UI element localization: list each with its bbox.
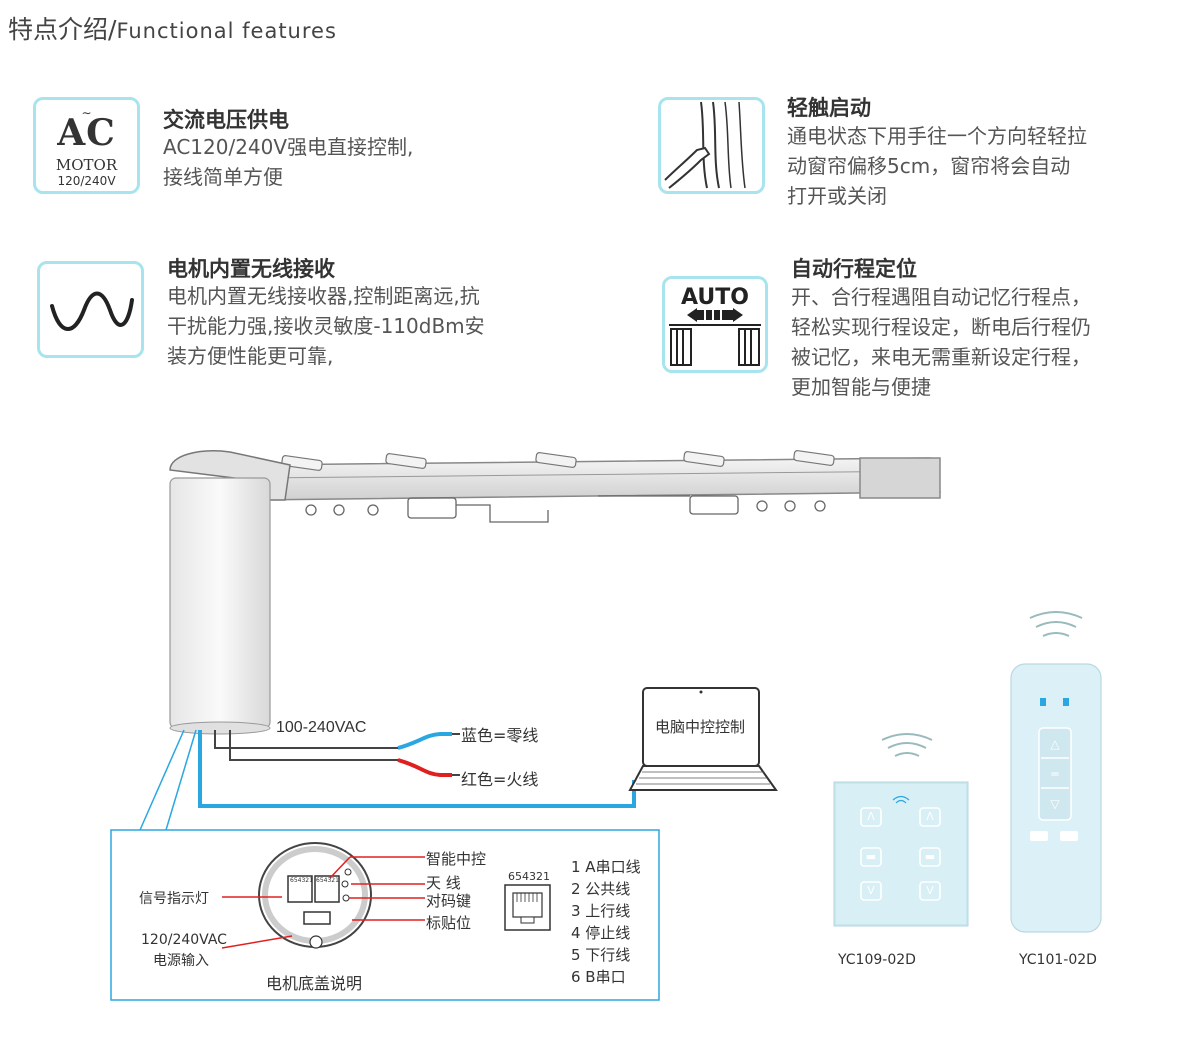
- feature-line: 动窗帘偏移5cm，窗帘将会自动: [787, 154, 1071, 178]
- wall-switch: [833, 733, 969, 927]
- curtain-motor: [169, 450, 291, 735]
- feature-title-touch: 轻触启动: [787, 96, 871, 120]
- voltage-label: 100-240VAC: [276, 719, 367, 736]
- curtain-hand-icon: [658, 97, 765, 194]
- feature-body-auto: 开、合行程遇阻自动记忆行程点， 轻松实现行程设定，断电后行程仍 被记忆，来电无需…: [791, 282, 1091, 402]
- pair-key-label: 对码键: [426, 892, 472, 910]
- feature-body-ac: AC120/240V强电直接控制, 接线简单方便: [163, 132, 413, 192]
- remote-model: YC101-02D: [1019, 952, 1097, 968]
- pinout-item: 5 下行线: [571, 946, 631, 964]
- wall-switch-model: YC109-02D: [838, 952, 916, 968]
- up-arrow-icon: Λ: [867, 810, 875, 823]
- pinout-item: 3 上行线: [571, 902, 631, 920]
- stop-icon: ▬: [924, 850, 936, 863]
- curtain-track: [249, 450, 941, 523]
- feature-line: 更加智能与便捷: [791, 375, 931, 399]
- down-triangle-icon: ▽: [1050, 797, 1060, 811]
- blue-wire-label: 蓝色=零线: [461, 726, 539, 745]
- control-cable: [198, 730, 660, 808]
- feature-line: 通电状态下用手往一个方向轻轻拉: [787, 124, 1087, 148]
- feature-line: 轻松实现行程设定，断电后行程仍: [791, 315, 1091, 339]
- pinout-list: 1 A串口线 2 公共线 3 上行线 4 停止线 5 下行线 6 B串口: [571, 856, 641, 988]
- pinout-item: 4 停止线: [571, 924, 631, 942]
- callout-lines: [139, 729, 197, 831]
- signal-light-label: 信号指示灯: [139, 891, 209, 907]
- wave-svg: [50, 291, 134, 331]
- feature-line: 开、合行程遇阻自动记忆行程点，: [791, 285, 1091, 309]
- auto-track-svg: [669, 308, 761, 366]
- wireless-wave-icon: [37, 261, 144, 358]
- feature-body-wireless: 电机内置无线接收器,控制距离远,抗 干扰能力强,接收灵敏度-110dBm安 装方…: [167, 281, 485, 371]
- page-title-cn: 特点介绍/: [8, 15, 117, 44]
- curtain-hand-svg: [664, 101, 746, 189]
- auto-travel-icon: AUTO: [662, 276, 768, 373]
- pinout-item: 6 B串口: [571, 968, 626, 986]
- auto-text: AUTO: [681, 285, 749, 310]
- feature-line: 装方便性能更可靠,: [167, 344, 334, 368]
- feature-body-touch: 通电状态下用手往一个方向轻轻拉 动窗帘偏移5cm，窗帘将会自动 打开或关闭: [787, 121, 1087, 211]
- feature-title-wireless: 电机内置无线接收: [167, 257, 335, 281]
- feature-title-ac: 交流电压供电: [163, 108, 289, 132]
- bottom-cover-caption: 电机底盖说明: [266, 974, 363, 993]
- power-input-label-1: 120/240VAC: [141, 932, 227, 948]
- feature-title-auto: 自动行程定位: [791, 257, 917, 281]
- port-digits-right: 654321: [316, 877, 339, 884]
- voltage-text: 120/240V: [57, 174, 116, 188]
- antenna-label: 天 线: [426, 874, 461, 892]
- pointer-lines: [221, 856, 425, 949]
- power-input-label-2: 电源输入: [153, 953, 209, 969]
- pinout-item: 2 公共线: [571, 880, 631, 898]
- feature-line: AC120/240V强电直接控制,: [163, 135, 414, 159]
- stop-icon: ═: [1051, 767, 1059, 781]
- motor-bottom-cover: [258, 842, 372, 949]
- remote-control: [1010, 611, 1102, 933]
- ac-text: AC: [57, 112, 116, 154]
- up-triangle-icon: △: [1050, 737, 1060, 751]
- feature-line: 被记忆，来电无需重新设定行程，: [791, 345, 1091, 369]
- up-arrow-icon: Λ: [926, 810, 934, 823]
- feature-line: 接线简单方便: [163, 165, 283, 189]
- page-title: 特点介绍/Functional features: [8, 10, 337, 46]
- ac-tilde-icon: ∼: [81, 106, 92, 120]
- smart-control-label: 智能中控: [426, 850, 487, 868]
- power-cable: [214, 730, 460, 777]
- page-title-en: Functional features: [116, 19, 337, 43]
- motor-text: MOTOR: [55, 156, 118, 174]
- port-digits-left: 654321: [290, 877, 313, 884]
- rj-jack-icon: [504, 884, 551, 931]
- laptop-icon: [628, 687, 778, 791]
- red-wire-label: 红色=火线: [461, 770, 539, 789]
- ac-motor-icon: ∼ AC MOTOR 120/240V: [33, 97, 140, 194]
- laptop-label: 电脑中控控制: [655, 718, 746, 736]
- down-arrow-icon: V: [867, 884, 875, 897]
- pinout-item: 1 A串口线: [571, 858, 641, 876]
- feature-line: 电机内置无线接收器,控制距离远,抗: [167, 284, 480, 308]
- bottom-cover-panel: [110, 829, 660, 1001]
- sticker-label: 标贴位: [426, 914, 472, 932]
- down-arrow-icon: V: [926, 884, 934, 897]
- feature-line: 打开或关闭: [787, 184, 887, 208]
- jack-digits: 654321: [508, 870, 550, 883]
- stop-icon: ▬: [865, 850, 877, 863]
- feature-line: 干扰能力强,接收灵敏度-110dBm安: [167, 314, 485, 338]
